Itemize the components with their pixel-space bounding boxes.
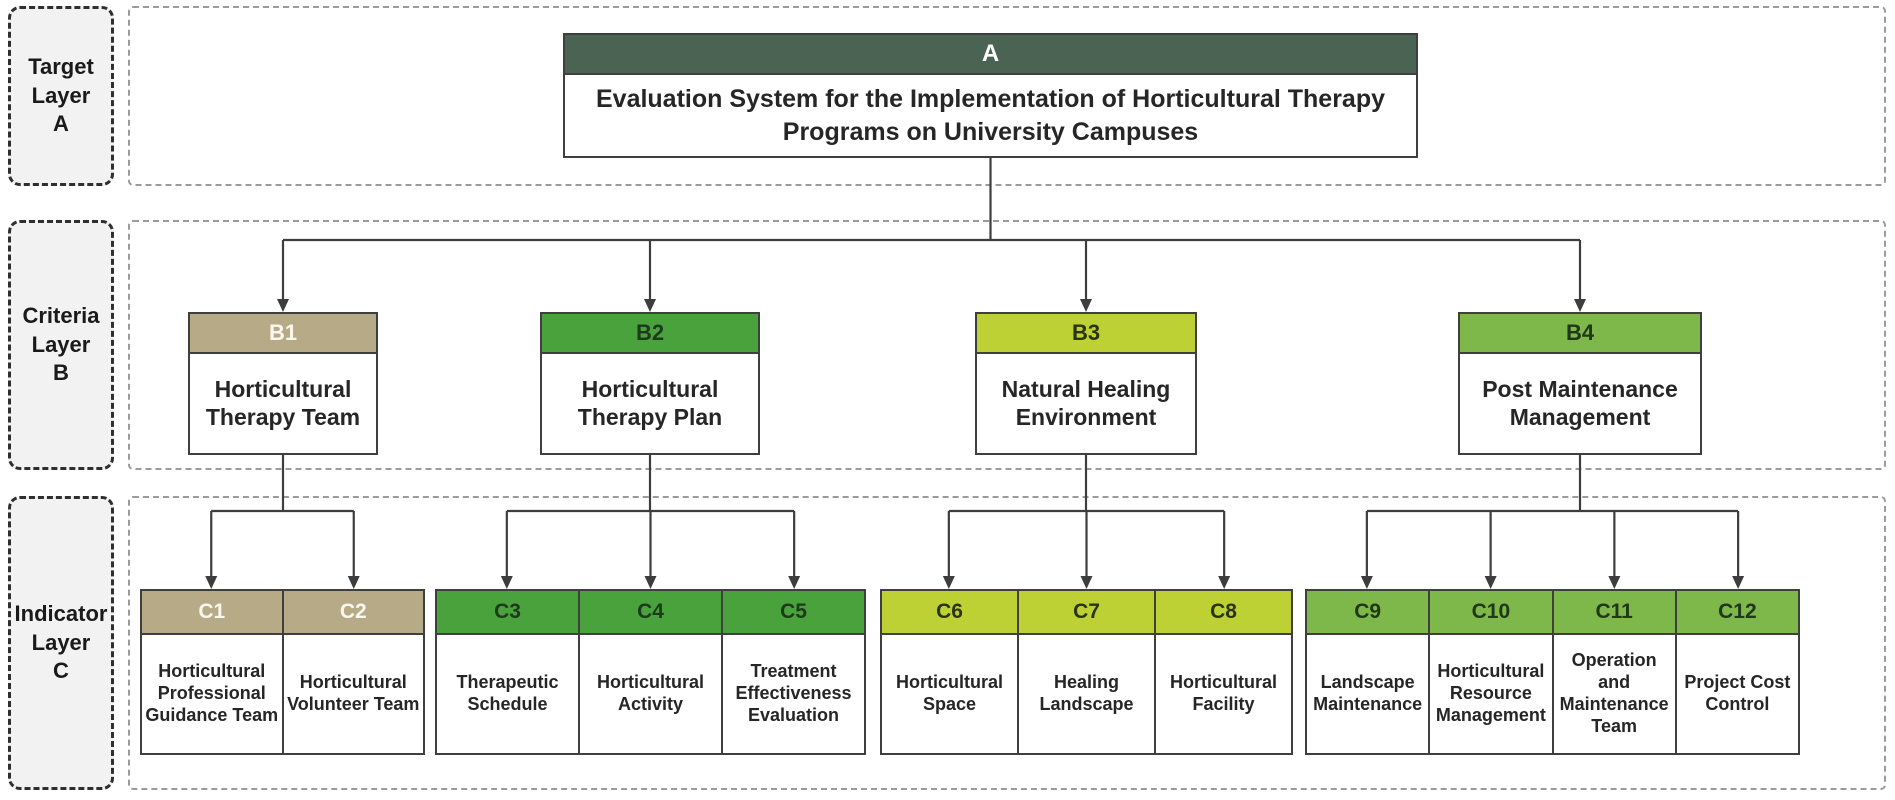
node-c11-label: Operation and Maintenance Team — [1559, 650, 1669, 736]
node-a-header: A — [565, 35, 1416, 75]
node-c10-label: Horticultural Resource Management — [1435, 661, 1546, 725]
node-c9-header: C9 — [1307, 591, 1429, 635]
node-b1-header: B1 — [190, 314, 376, 354]
node-a-title: Evaluation System for the Implementation… — [565, 75, 1416, 156]
node-c12-header: C12 — [1676, 591, 1798, 635]
node-c3-label: Therapeutic Schedule — [456, 672, 559, 714]
node-c7-label: Healing Landscape — [1039, 672, 1134, 714]
node-b2-label: Horticultural Therapy Plan — [542, 354, 758, 453]
node-c9-label: Landscape Maintenance — [1313, 672, 1423, 714]
node-c8-label: Horticultural Facility — [1169, 672, 1277, 714]
node-a: A Evaluation System for the Implementati… — [563, 33, 1418, 158]
node-c2-header: C2 — [283, 591, 423, 635]
node-c5-header: C5 — [723, 591, 864, 635]
layer-label-indicator-c: Indicator Layer C — [8, 496, 114, 790]
node-b3-header: B3 — [977, 314, 1195, 354]
node-c12-label: Project Cost Control — [1684, 672, 1791, 714]
node-b4-label: Post Maintenance Management — [1460, 354, 1700, 453]
layer-label-target-a: Target Layer A — [8, 6, 114, 186]
node-c7-header: C7 — [1019, 591, 1154, 635]
node-c3-header: C3 — [437, 591, 578, 635]
node-c6-label: Horticultural Space — [895, 672, 1003, 714]
node-c1-header: C1 — [142, 591, 282, 635]
node-c2-label: Horticultural Volunteer Team — [287, 672, 420, 714]
node-b4-header: B4 — [1460, 314, 1700, 354]
node-c8-header: C8 — [1156, 591, 1291, 635]
node-c4-label: Horticultural Activity — [596, 672, 704, 714]
node-c5-label: Treatment Effectiveness Evaluation — [735, 661, 852, 725]
node-c1-label: Horticultural Professional Guidance Team — [145, 661, 279, 725]
node-c4-header: C4 — [580, 591, 721, 635]
node-c10-header: C10 — [1430, 591, 1552, 635]
node-b3-label: Natural Healing Environment — [977, 354, 1195, 453]
node-b1-label: Horticultural Therapy Team — [190, 354, 376, 453]
node-a-code: A — [981, 40, 1000, 67]
node-c6-header: C6 — [882, 591, 1017, 635]
node-b2-header: B2 — [542, 314, 758, 354]
layer-label-criteria-b: Criteria Layer B — [8, 220, 114, 470]
node-c11-header: C11 — [1553, 591, 1675, 635]
